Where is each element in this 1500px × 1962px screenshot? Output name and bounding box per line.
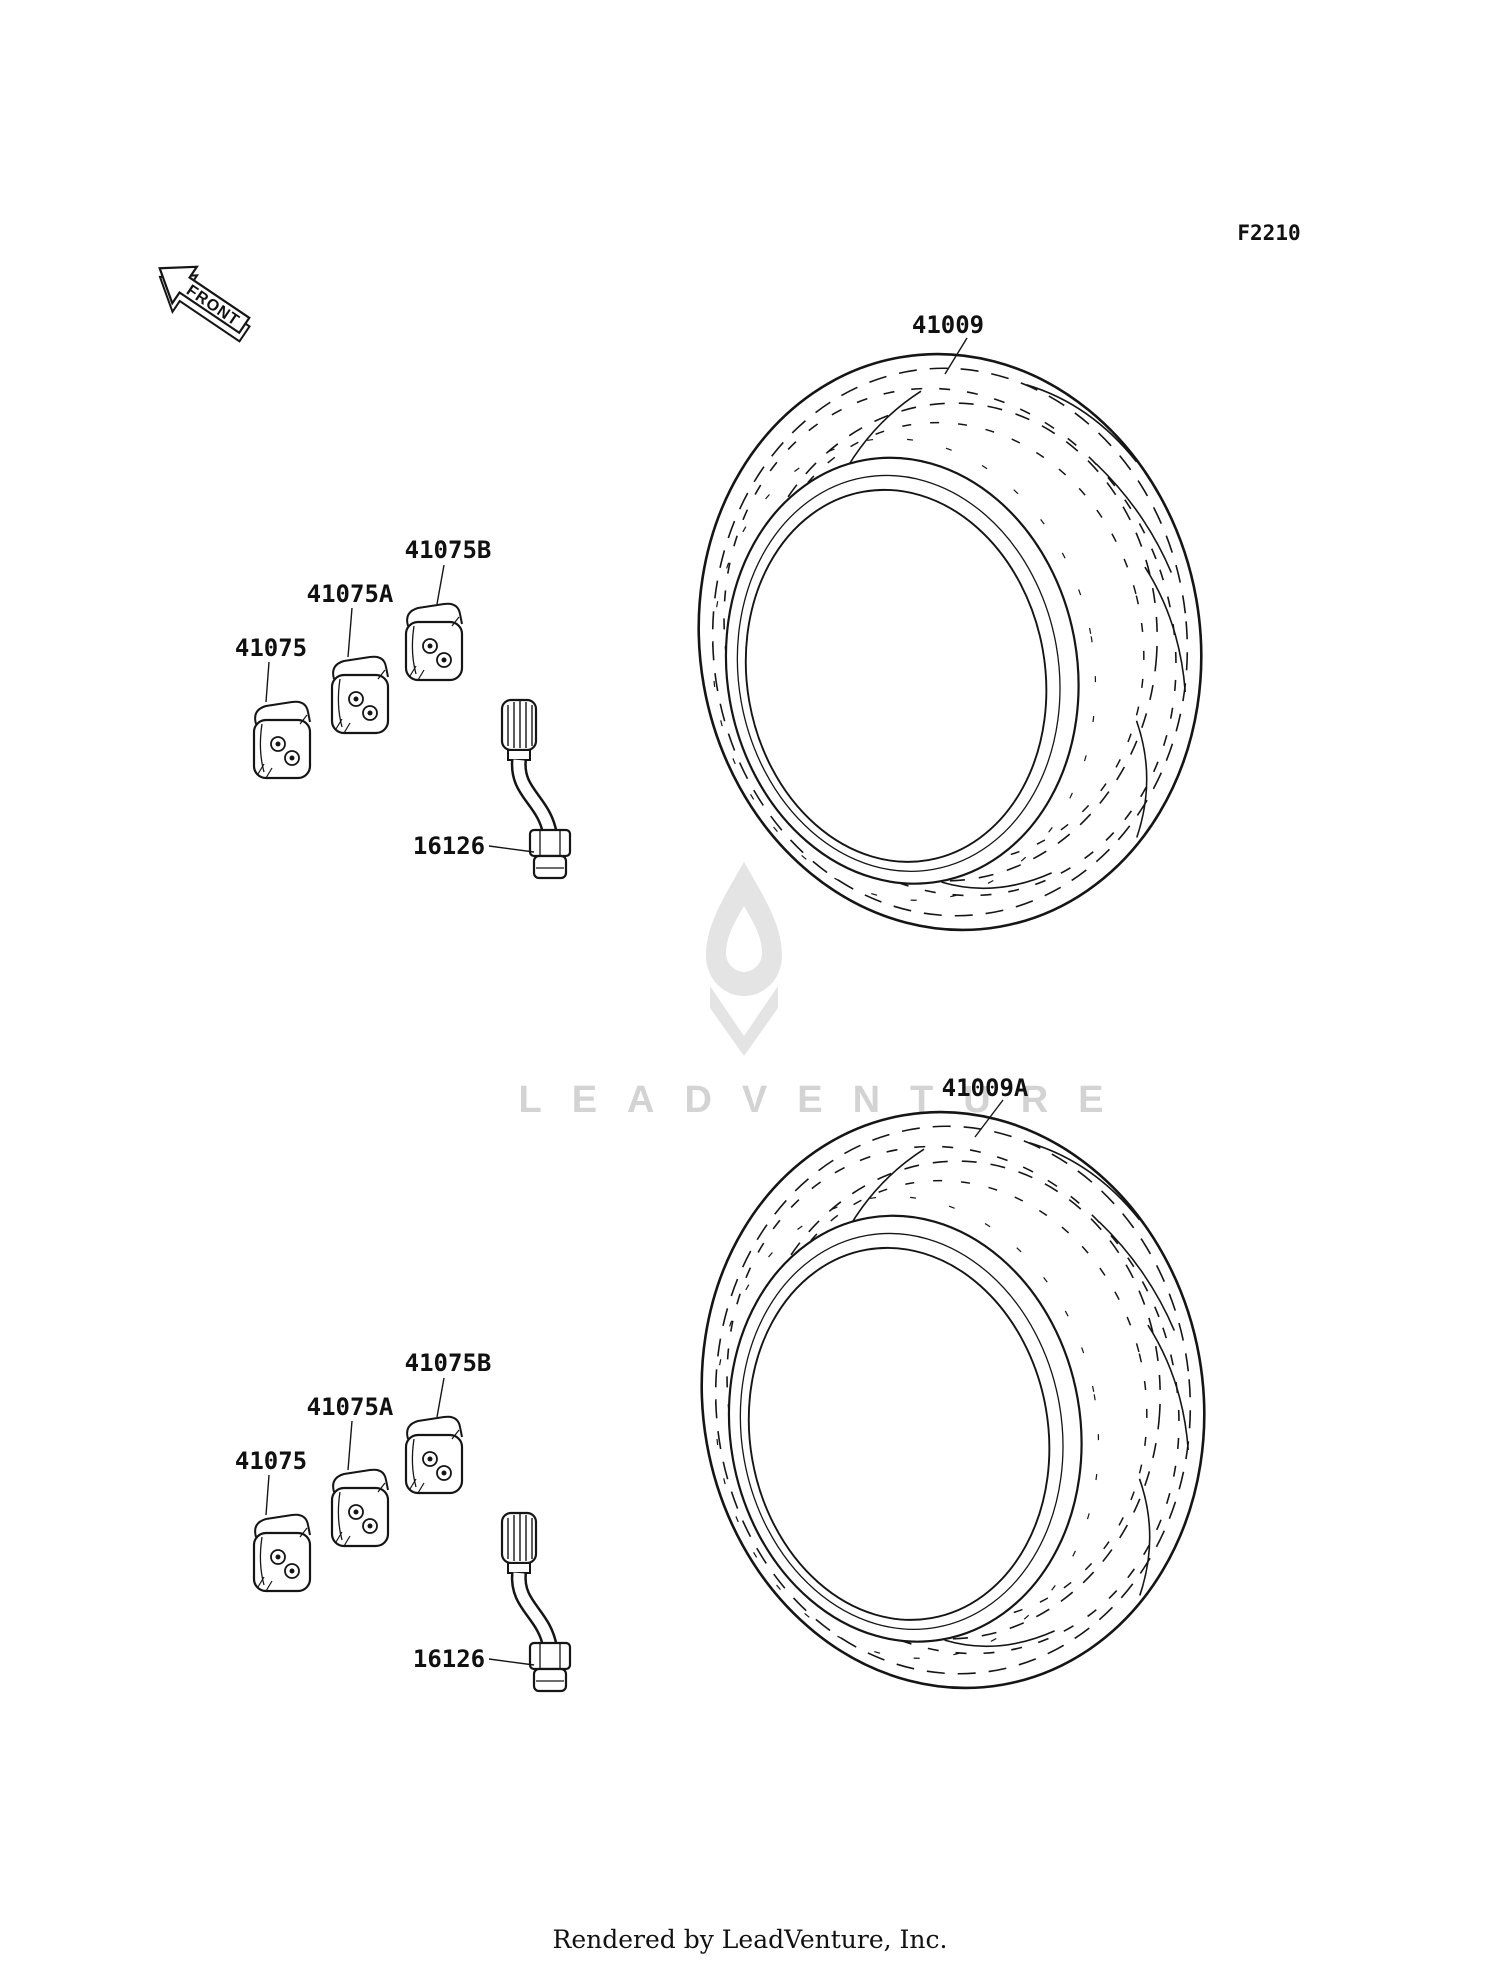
- leader-line: [436, 1377, 445, 1418]
- valve-stem-illustration: [502, 700, 570, 878]
- part-label-16126-front: 16126: [413, 832, 485, 860]
- part-label-41075b-front: 41075B: [405, 536, 492, 564]
- front-direction-arrow: FRONT: [142, 248, 262, 354]
- leader-line: [974, 1099, 1004, 1138]
- leader-line: [347, 1420, 353, 1471]
- watermark-text: LEADVENTURE: [518, 1079, 1133, 1121]
- leader-line: [347, 607, 353, 658]
- part-label-41075-front: 41075: [235, 634, 307, 662]
- leader-line: [488, 845, 535, 853]
- part-label-41075a-front: 41075A: [307, 580, 394, 608]
- front-tire-illustration: [641, 306, 1259, 978]
- part-label-41009a: 41009A: [942, 1074, 1029, 1102]
- front-tire-leader-lines: [265, 337, 968, 853]
- watermark-logo: [706, 862, 782, 1056]
- part-label-41075a-rear: 41075A: [307, 1393, 394, 1421]
- clamp-41075b-illustration: [404, 602, 464, 682]
- valve-stem-illustration: [502, 1513, 570, 1691]
- clamp-41075-illustration: [252, 1513, 312, 1593]
- leader-line: [488, 1658, 535, 1666]
- rear-tire-illustration: [644, 1064, 1262, 1736]
- leader-line: [944, 337, 968, 375]
- leader-line: [265, 1474, 270, 1516]
- leader-line: [265, 661, 270, 703]
- clamp-41075-illustration: [252, 700, 312, 780]
- footer-credit: Rendered by LeadVenture, Inc.: [553, 1925, 948, 1954]
- part-label-41075b-rear: 41075B: [405, 1349, 492, 1377]
- clamp-41075a-illustration: [330, 1468, 390, 1548]
- clamp-41075b-illustration: [404, 1415, 464, 1495]
- clamp-41075a-illustration: [330, 655, 390, 735]
- rear-tire-leader-lines: [265, 1099, 1004, 1666]
- part-label-41009: 41009: [912, 311, 984, 339]
- part-label-16126-rear: 16126: [413, 1645, 485, 1673]
- part-label-41075-rear: 41075: [235, 1447, 307, 1475]
- leader-line: [436, 564, 445, 605]
- diagram-code-label: F2210: [1237, 221, 1300, 245]
